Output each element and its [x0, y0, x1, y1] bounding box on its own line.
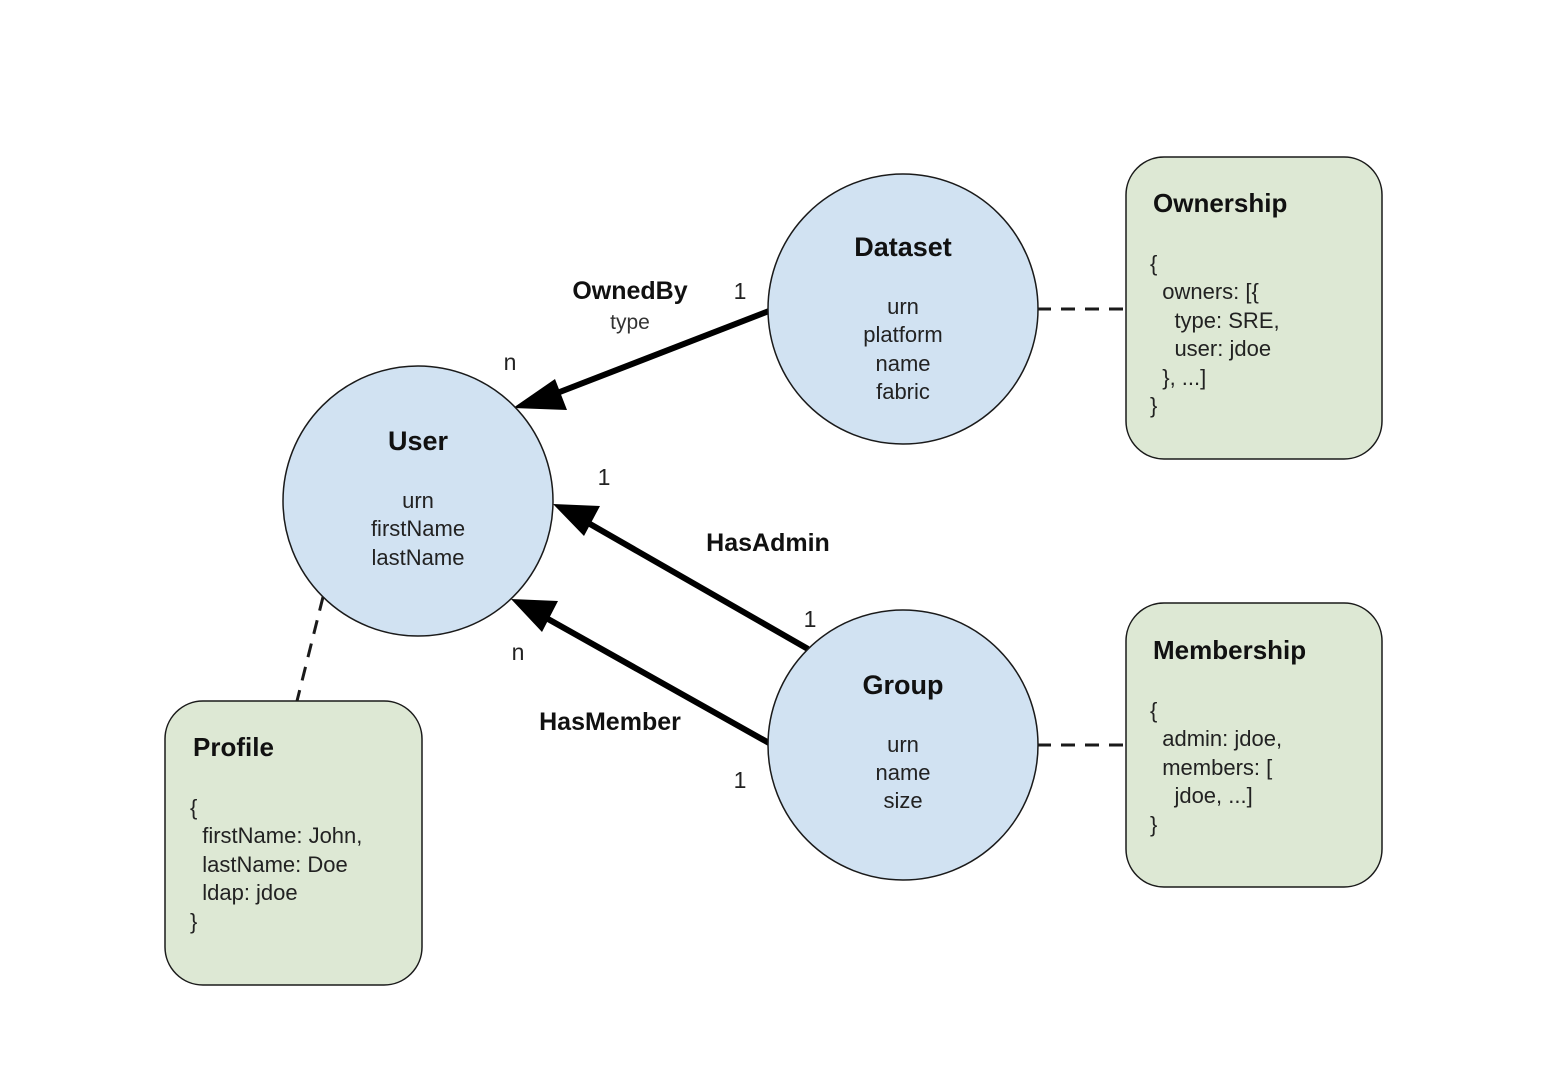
membership-aspect: Membership { admin: jdoe, members: [ jdo…	[1125, 602, 1383, 888]
membership-line: members: [	[1150, 755, 1272, 780]
user-field: firstName	[371, 516, 465, 541]
user-profile-connector	[295, 596, 325, 702]
membership-line: }	[1150, 812, 1157, 837]
owned-by-edge	[513, 308, 771, 410]
membership-line: jdoe, ...]	[1150, 783, 1253, 808]
ownership-title: Ownership	[1153, 188, 1287, 218]
ownership-line: owners: [{	[1150, 279, 1259, 304]
has-admin-edge	[553, 504, 810, 652]
profile-line: ldap: jdoe	[190, 880, 298, 905]
profile-line: }	[190, 909, 197, 934]
dataset-field: urn	[887, 294, 919, 319]
ownership-aspect: Ownership { owners: [{ type: SRE, user: …	[1125, 156, 1383, 460]
owned-by-source-cardinality: 1	[734, 278, 747, 304]
owned-by-arrowhead	[513, 379, 567, 410]
user-title: User	[388, 426, 449, 456]
user-field: lastName	[372, 545, 465, 570]
group-title: Group	[863, 670, 944, 700]
membership-line: {	[1150, 698, 1157, 723]
owned-by-target-cardinality: n	[504, 349, 517, 375]
group-circle	[767, 609, 1039, 881]
user-circle	[282, 365, 554, 637]
ownership-line: type: SRE,	[1150, 308, 1280, 333]
has-member-label: HasMember	[539, 708, 681, 736]
has-admin-target-cardinality: 1	[598, 464, 611, 490]
has-member-edge	[511, 599, 771, 746]
profile-line: {	[190, 795, 197, 820]
profile-line: lastName: Doe	[190, 852, 348, 877]
group-field: urn	[887, 732, 919, 757]
user-entity: User urn firstName lastName	[282, 365, 554, 637]
profile-line: firstName: John,	[190, 823, 362, 848]
group-field: size	[883, 788, 922, 813]
dataset-entity: Dataset urn platform name fabric	[767, 173, 1039, 445]
profile-title: Profile	[193, 732, 274, 762]
ownership-line: }	[1150, 393, 1157, 418]
dataset-field: name	[875, 351, 930, 376]
membership-line: admin: jdoe,	[1150, 726, 1282, 751]
has-member-source-cardinality: 1	[734, 767, 747, 793]
user-field: urn	[402, 488, 434, 513]
group-entity: Group urn name size	[767, 609, 1039, 881]
has-admin-arrowhead	[553, 504, 600, 536]
group-field: name	[875, 760, 930, 785]
has-member-arrowhead	[511, 599, 558, 632]
ownership-line: {	[1150, 251, 1157, 276]
ownership-box	[1125, 156, 1383, 460]
membership-box	[1125, 602, 1383, 888]
has-admin-label: HasAdmin	[706, 529, 830, 557]
owned-by-label: OwnedBy	[572, 277, 687, 305]
has-admin-edge-line	[588, 521, 810, 652]
ownership-line: }, ...]	[1150, 365, 1206, 390]
has-member-target-cardinality: n	[512, 639, 525, 665]
dataset-circle	[767, 173, 1039, 445]
has-admin-source-cardinality: 1	[804, 606, 817, 632]
dataset-field: fabric	[876, 379, 930, 404]
ownership-line: user: jdoe	[1150, 336, 1271, 361]
profile-aspect: Profile { firstName: John, lastName: Doe…	[164, 700, 423, 986]
owned-by-sublabel: type	[610, 311, 650, 334]
owned-by-edge-line	[550, 308, 771, 398]
membership-title: Membership	[1153, 635, 1306, 665]
dataset-title: Dataset	[854, 232, 952, 262]
profile-box	[164, 700, 423, 986]
dataset-field: platform	[863, 322, 942, 347]
has-member-edge-line	[546, 616, 771, 746]
